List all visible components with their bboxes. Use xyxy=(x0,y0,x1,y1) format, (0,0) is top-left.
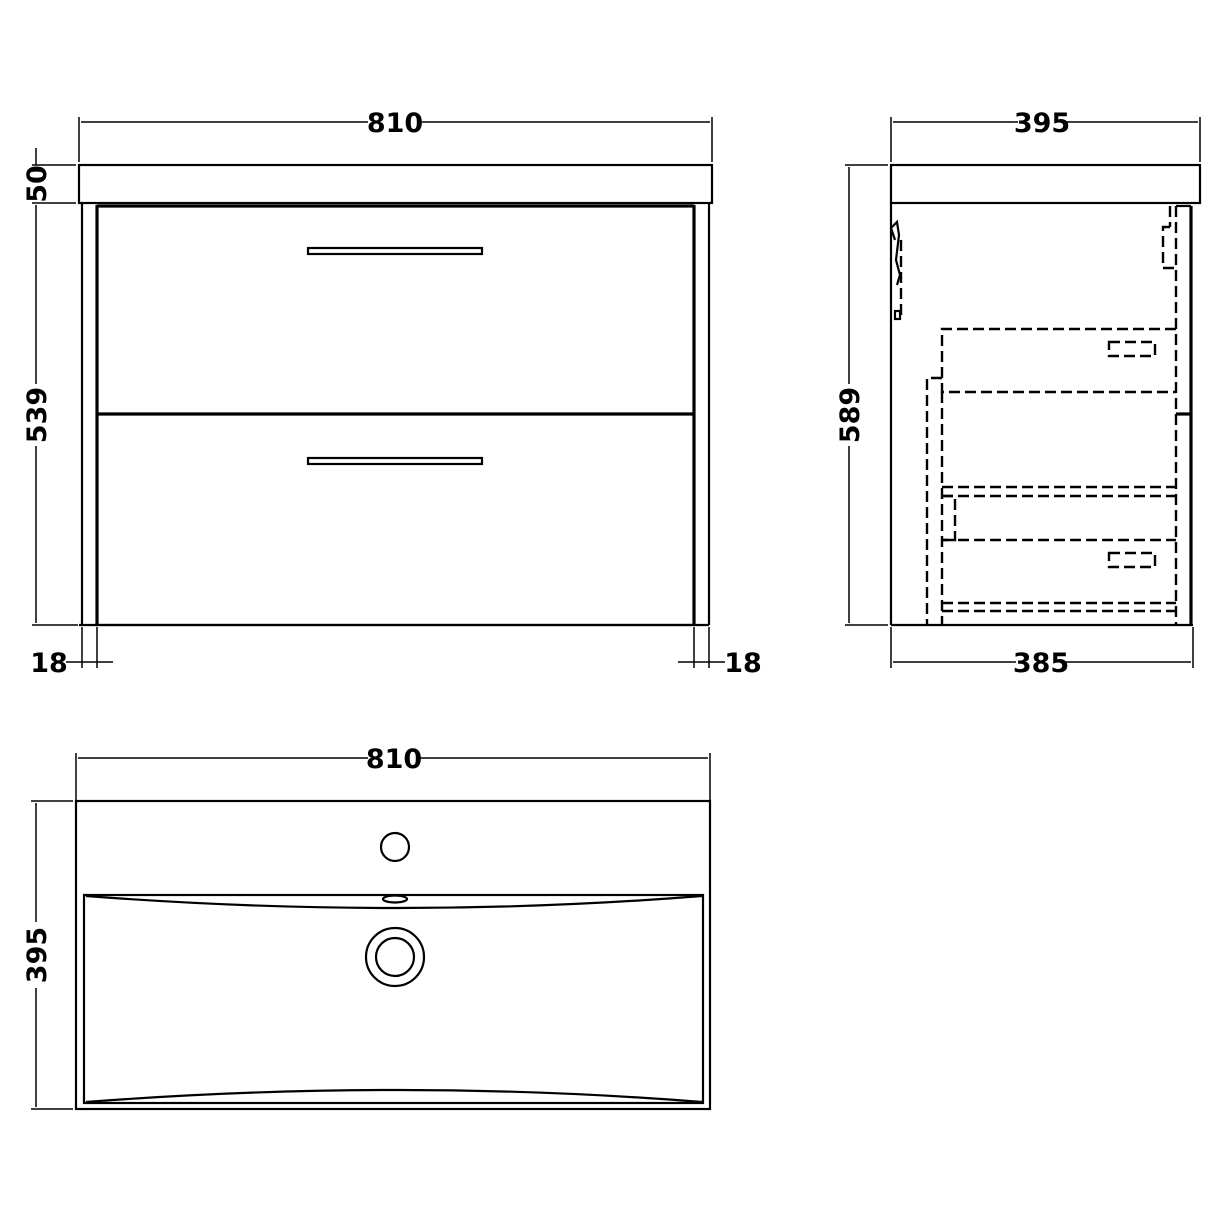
plan-width-label: 810 xyxy=(366,744,422,775)
bottom-drawer-handle-hidden xyxy=(1107,551,1157,569)
tap-hole xyxy=(379,831,411,863)
plan-depth-label: 395 xyxy=(22,927,53,983)
side-view: 395 xyxy=(835,108,1202,679)
basin-top-side xyxy=(889,163,1202,205)
wall-hanger xyxy=(889,219,902,286)
bottom-drawer xyxy=(95,412,696,627)
plan-width-dimension: 810 xyxy=(75,744,711,800)
plan-depth-dimension: 395 xyxy=(22,800,73,1110)
cabinet-height-dimension: 539 xyxy=(22,205,78,626)
bowl-rim-top xyxy=(85,894,703,910)
cabinet-depth-dimension: 385 xyxy=(890,627,1194,679)
side-depth-dimension: 395 xyxy=(890,108,1201,162)
waste-outlet-outer xyxy=(364,926,426,988)
front-width-dimension: 810 xyxy=(78,108,713,162)
left-panel-label: 18 xyxy=(30,648,68,679)
left-panel-dimension: 18 xyxy=(30,627,113,679)
bottom-drawer-handle xyxy=(306,456,484,466)
side-height-dimension: 589 xyxy=(835,164,888,626)
basin-bowl xyxy=(82,893,705,1105)
basin-top-front xyxy=(77,163,714,205)
overflow-slot xyxy=(381,894,409,904)
top-drawer-handle-hidden xyxy=(1107,340,1157,358)
basin-height-dimension: 50 xyxy=(22,148,76,204)
cabinet-depth-label: 385 xyxy=(1013,648,1069,679)
front-width-label: 810 xyxy=(367,108,423,139)
bowl-rim-bottom xyxy=(85,1088,703,1104)
basin-outline xyxy=(74,799,712,1111)
cabinet-height-label: 539 xyxy=(22,387,53,443)
top-drawer-handle xyxy=(306,246,484,256)
side-height-label: 589 xyxy=(835,387,866,443)
plan-view: 810 395 xyxy=(22,744,712,1111)
top-drawer xyxy=(95,204,696,416)
right-panel-dimension: 18 xyxy=(678,627,762,679)
basin-height-label: 50 xyxy=(22,165,53,203)
right-panel-label: 18 xyxy=(724,648,762,679)
front-view: 810 50 539 xyxy=(22,108,762,679)
waste-outlet-inner xyxy=(374,936,416,978)
side-depth-label: 395 xyxy=(1014,108,1070,139)
